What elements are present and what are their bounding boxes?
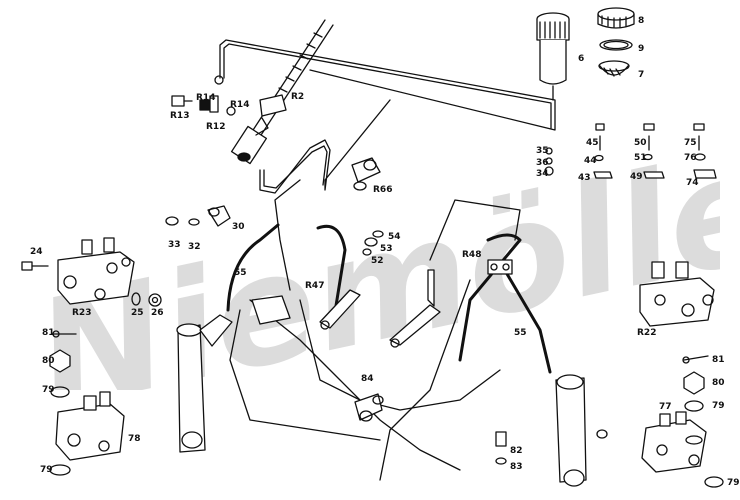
brake-line-left-2 — [263, 145, 328, 189]
wheel-cylinder-left — [176, 314, 233, 453]
label-r23: R23 — [72, 308, 92, 318]
label-82: 82 — [510, 446, 523, 456]
label-50: 50 — [634, 138, 647, 148]
label-80b: 80 — [712, 378, 725, 388]
label-81b: 81 — [712, 355, 725, 365]
linkage-arm — [319, 269, 441, 348]
label-r14b: R14 — [230, 100, 250, 110]
label-25: 25 — [131, 308, 144, 318]
distribution-block — [251, 259, 513, 325]
label-7: 7 — [638, 70, 645, 80]
label-80a: 80 — [42, 356, 55, 366]
label-74: 74 — [686, 178, 699, 188]
label-r66: R66 — [373, 185, 393, 195]
label-r2: R2 — [291, 92, 305, 102]
fitting-r — [214, 75, 224, 85]
label-84: 84 — [361, 374, 374, 384]
label-49: 49 — [630, 172, 643, 182]
label-81a: 81 — [42, 328, 55, 338]
pressure-valve-77 — [641, 355, 724, 488]
fittings-52-54 — [362, 230, 384, 256]
distributor-r23 — [57, 237, 135, 305]
wheel-cylinder-right — [555, 374, 608, 487]
label-78: 78 — [128, 434, 141, 444]
label-75: 75 — [684, 138, 697, 148]
reservoir — [536, 12, 570, 101]
label-44: 44 — [584, 156, 597, 166]
label-83: 83 — [510, 462, 523, 472]
label-8: 8 — [638, 16, 645, 26]
label-55b: 55 — [514, 328, 527, 338]
label-26: 26 — [151, 308, 164, 318]
brake-line-top-2 — [223, 43, 552, 129]
label-35: 35 — [536, 146, 549, 156]
label-36: 36 — [536, 158, 549, 168]
label-r48: R48 — [462, 250, 482, 260]
label-6: 6 — [578, 54, 585, 64]
label-9: 9 — [638, 44, 645, 54]
bolt-set — [544, 123, 717, 179]
washers-25-26 — [131, 292, 162, 307]
label-55a: 55 — [234, 268, 247, 278]
label-79c: 79 — [712, 401, 725, 411]
brake-lines-lower — [229, 179, 521, 481]
label-30: 30 — [232, 222, 245, 232]
fitting-82 — [495, 431, 507, 465]
label-77: 77 — [659, 402, 672, 412]
bolt-24 — [21, 261, 49, 271]
label-43: 43 — [578, 173, 591, 183]
pressure-valve-78 — [49, 330, 125, 476]
master-cylinder — [230, 19, 334, 165]
label-53: 53 — [380, 244, 393, 254]
label-54: 54 — [388, 232, 401, 242]
label-79d: 79 — [727, 478, 740, 488]
brake-hoses — [226, 223, 552, 374]
fitting-cluster-r12 — [171, 95, 236, 116]
label-r14a: R14 — [196, 93, 216, 103]
label-52: 52 — [371, 256, 384, 266]
label-r22: R22 — [637, 328, 657, 338]
label-45: 45 — [586, 138, 599, 148]
label-79a: 79 — [42, 385, 55, 395]
label-51: 51 — [634, 153, 647, 163]
label-32: 32 — [188, 242, 201, 252]
fitting-84 — [354, 393, 384, 422]
label-r47: R47 — [305, 281, 325, 291]
label-r13: R13 — [170, 111, 190, 121]
label-24: 24 — [30, 247, 43, 257]
fitting-30 — [165, 205, 231, 227]
brake-line-left — [259, 99, 391, 194]
brake-line-top — [219, 39, 556, 131]
label-r12: R12 — [206, 122, 226, 132]
label-33: 33 — [168, 240, 181, 250]
watermark: Niemöller — [23, 150, 720, 390]
label-34: 34 — [536, 169, 549, 179]
label-76: 76 — [684, 153, 697, 163]
union-r66 — [351, 157, 381, 191]
reservoir-cap — [597, 7, 635, 77]
label-79b: 79 — [40, 465, 53, 475]
distributor-r22 — [639, 261, 715, 327]
